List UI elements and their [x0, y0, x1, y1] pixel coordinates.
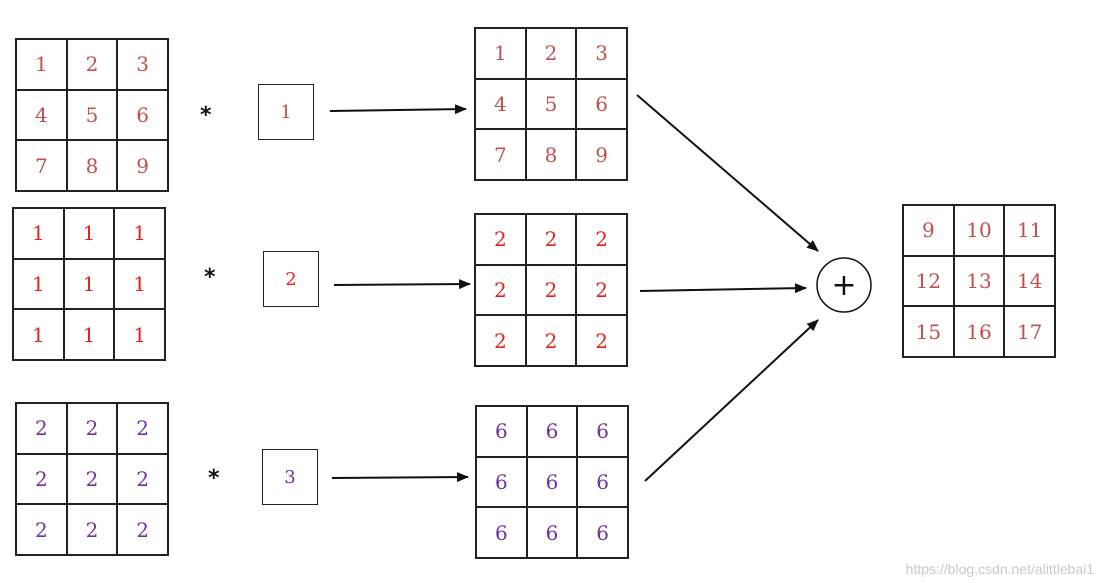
sum-circle [816, 257, 872, 313]
input-3-cell: 2 [16, 403, 67, 454]
input-1-cell: 8 [66, 140, 118, 191]
output-2-cell: 2 [525, 264, 577, 316]
input-2-cell: 1 [13, 309, 64, 360]
output-2-cell: 2 [576, 264, 627, 316]
input-3-cell: 2 [66, 453, 118, 505]
input-3-cell: 2 [117, 504, 168, 555]
output-1-cell: 5 [525, 78, 577, 130]
output-3-cell: 6 [476, 507, 527, 558]
input-1-cell: 2 [66, 39, 118, 90]
weight-box-1: 1 [258, 84, 314, 140]
output-1-cell: 3 [576, 28, 627, 79]
input-3-cell: 2 [117, 403, 168, 454]
input-2-cell: 1 [114, 208, 165, 259]
output-1-cell: 2 [525, 28, 577, 79]
arrow-row1-to-output [329, 104, 467, 115]
output-3-cell: 6 [577, 456, 628, 508]
sum-symbol: + [831, 268, 856, 303]
output-3-cell: 6 [577, 507, 628, 558]
output-2-cell: 2 [475, 214, 526, 265]
result-cell: 17 [1004, 306, 1055, 357]
output-1-cell: 7 [475, 129, 526, 180]
output-2-cell: 2 [525, 214, 577, 265]
output-1-cell: 9 [576, 129, 627, 180]
input-3-cell: 2 [16, 453, 67, 505]
multiply-symbol-1: * [200, 103, 212, 128]
multiply-symbol-2: * [204, 265, 216, 290]
weight-box-2: 2 [263, 251, 319, 307]
output-2-cell: 2 [475, 315, 526, 366]
result-cell: 10 [953, 205, 1005, 256]
input-2-cell: 1 [114, 309, 165, 360]
input-1-cell: 6 [117, 89, 168, 141]
output-3-cell: 6 [526, 456, 578, 508]
weight-box-3: 3 [262, 449, 318, 505]
output-2-cell: 2 [576, 315, 627, 366]
input-1-cell: 9 [117, 140, 168, 191]
input-3-cell: 2 [66, 504, 118, 555]
result-cell: 14 [1004, 255, 1055, 307]
multiply-symbol-3: * [208, 466, 220, 491]
input-2-cell: 1 [63, 258, 115, 310]
input-1-cell: 5 [66, 89, 118, 141]
arrow-row2-to-output [333, 279, 471, 290]
output-2-cell: 2 [475, 264, 526, 316]
output-1-cell: 6 [576, 78, 627, 130]
output-3-cell: 6 [476, 406, 527, 457]
input-3-cell: 2 [16, 504, 67, 555]
arrow-output2-to-sum [639, 283, 807, 294]
input-3-cell: 2 [117, 453, 168, 505]
output-3-cell: 6 [577, 406, 628, 457]
output-3-cell: 6 [526, 507, 578, 558]
input-1-cell: 1 [16, 39, 67, 90]
result-cell: 9 [903, 205, 954, 256]
output-3-cell: 6 [526, 406, 578, 457]
result-cell: 12 [903, 255, 954, 307]
input-2-cell: 1 [63, 208, 115, 259]
output-1-cell: 8 [525, 129, 577, 180]
input-2-cell: 1 [114, 258, 165, 310]
input-2-cell: 1 [63, 309, 115, 360]
result-cell: 16 [953, 306, 1005, 357]
input-1-cell: 4 [16, 89, 67, 141]
watermark-text: https://blog.csdn.net/alittlebai1 [905, 561, 1094, 577]
arrow-row3-to-output [331, 472, 469, 483]
output-1-cell: 4 [475, 78, 526, 130]
output-1-cell: 1 [475, 28, 526, 79]
input-1-cell: 3 [117, 39, 168, 90]
output-3-cell: 6 [476, 456, 527, 508]
input-2-cell: 1 [13, 258, 64, 310]
result-cell: 11 [1004, 205, 1055, 256]
output-2-cell: 2 [525, 315, 577, 366]
result-cell: 13 [953, 255, 1005, 307]
arrow-output1-to-sum [636, 94, 819, 252]
arrow-output3-to-sum [644, 319, 819, 482]
input-2-cell: 1 [13, 208, 64, 259]
input-3-cell: 2 [66, 403, 118, 454]
output-2-cell: 2 [576, 214, 627, 265]
result-cell: 15 [903, 306, 954, 357]
input-1-cell: 7 [16, 140, 67, 191]
